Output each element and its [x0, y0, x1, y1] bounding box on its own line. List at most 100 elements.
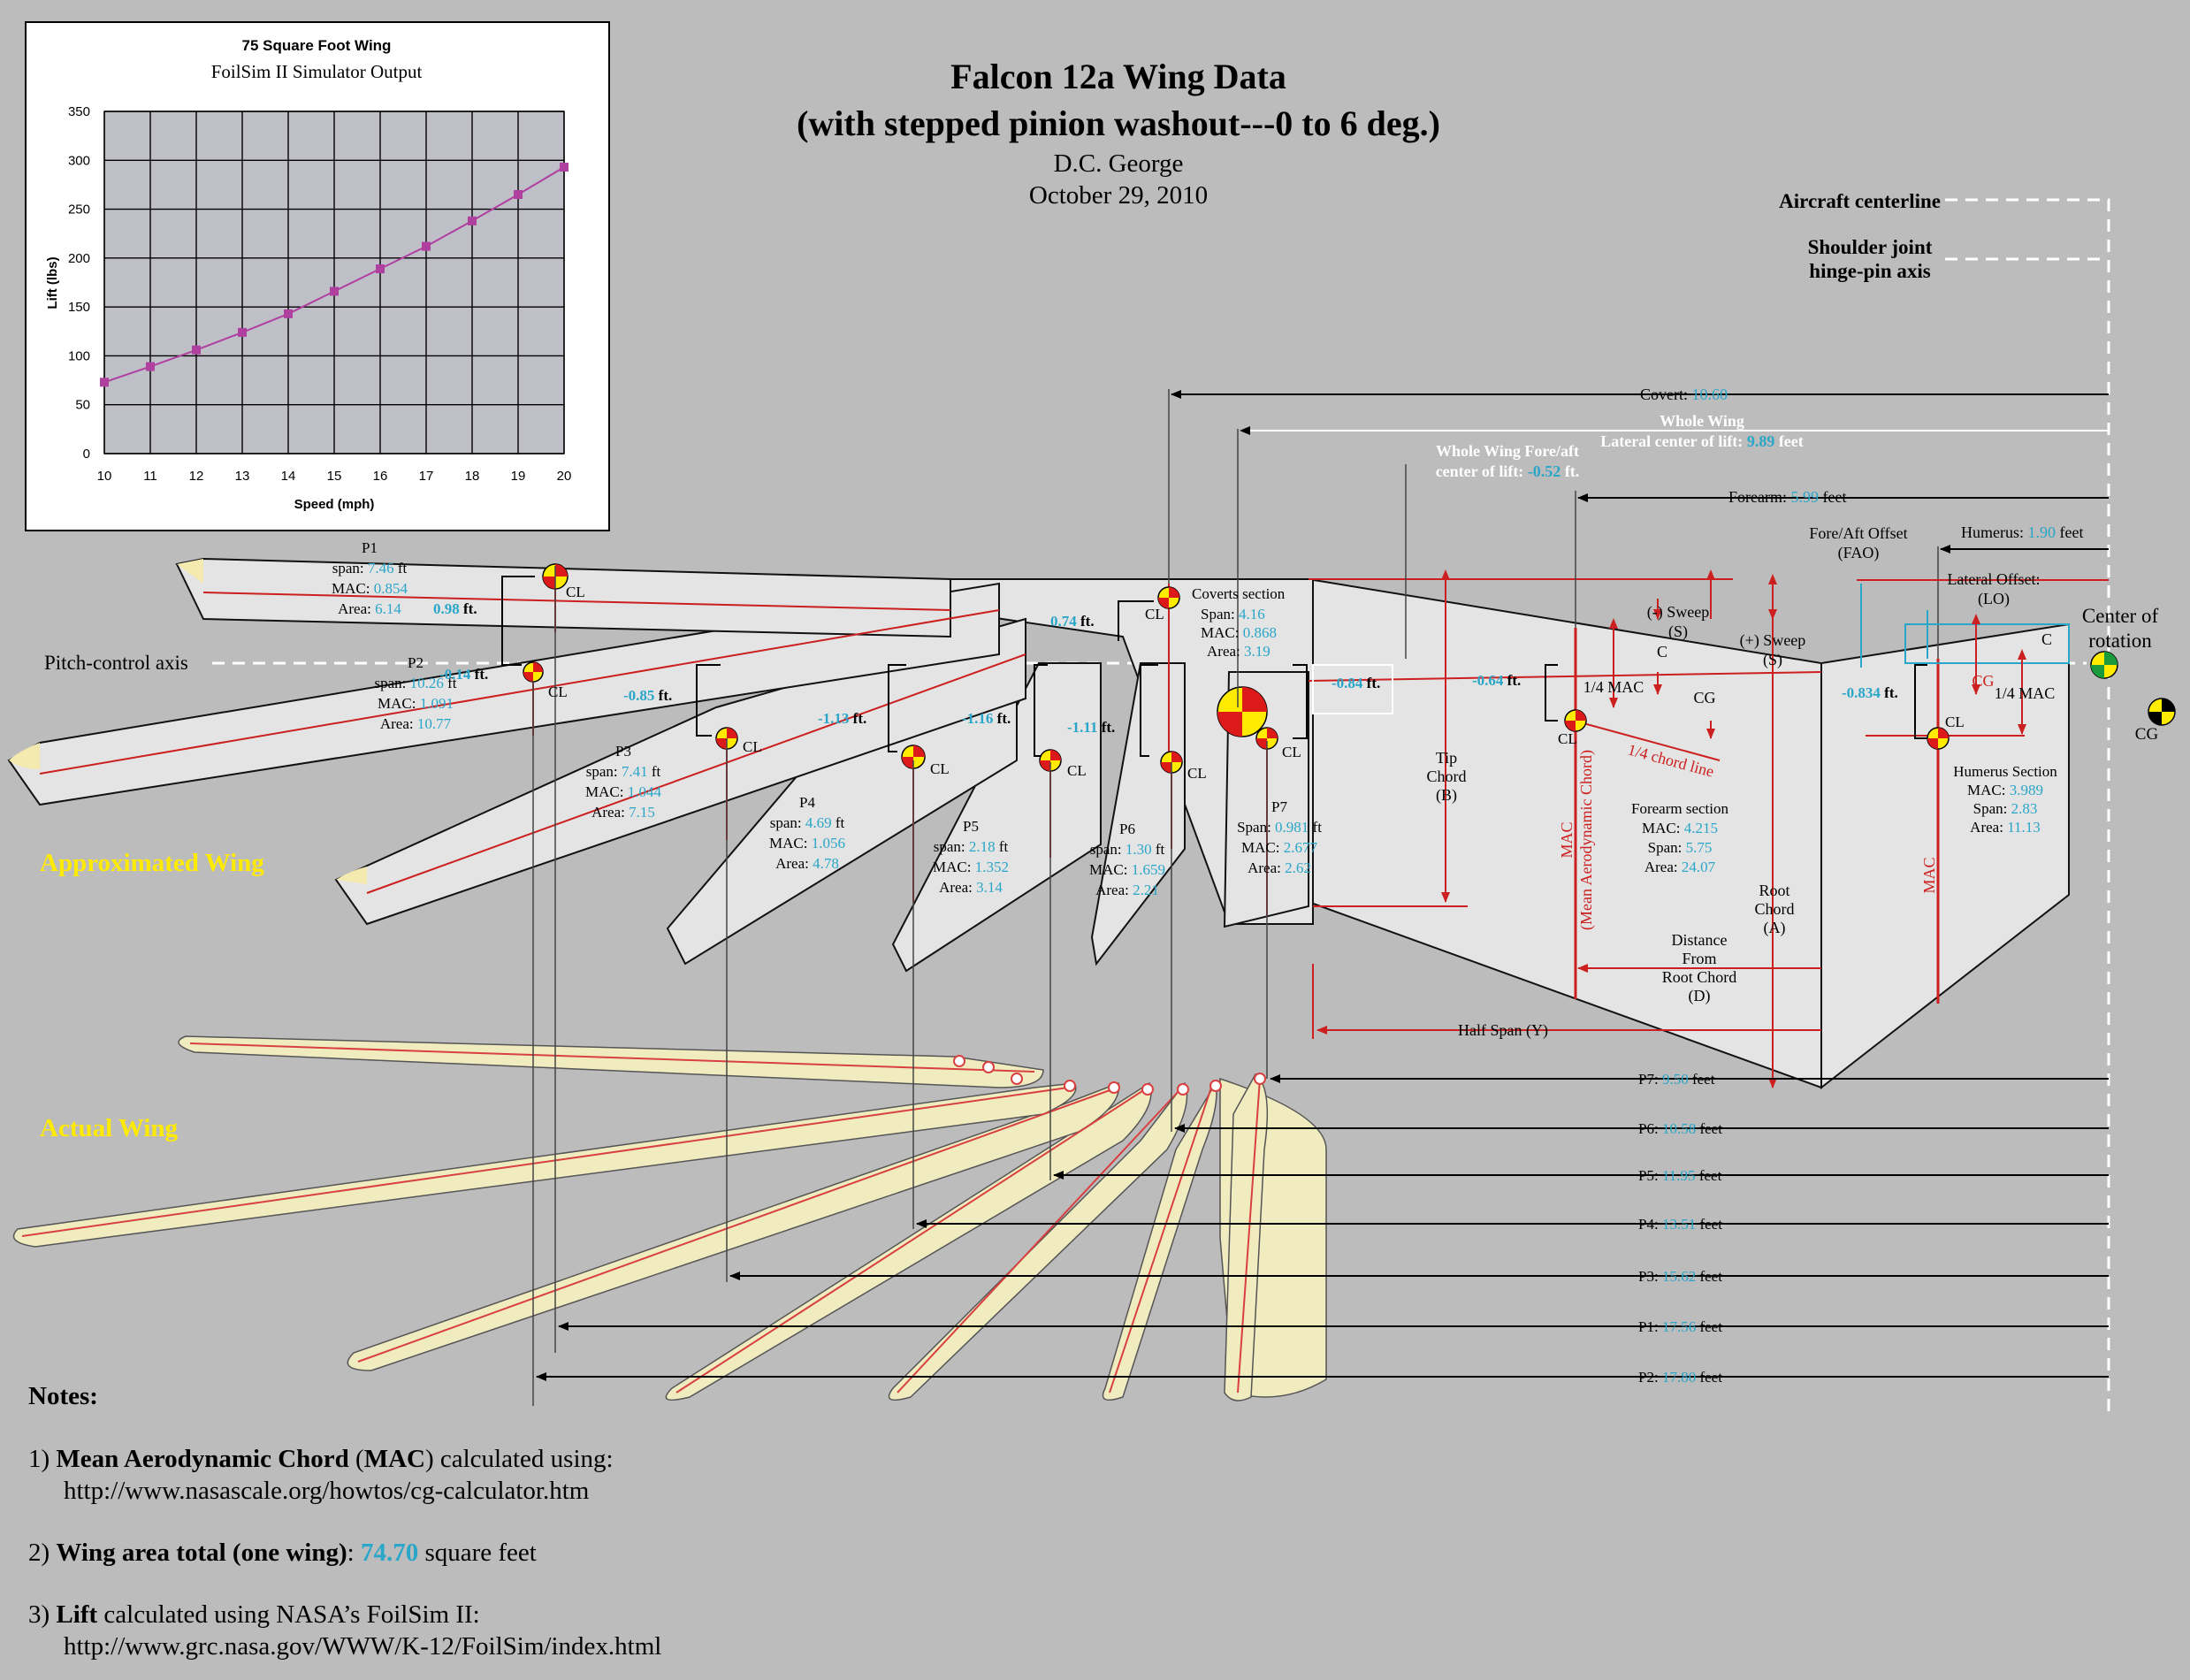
p5-name: P5: [963, 818, 979, 835]
approximated-wing-label: Approximated Wing: [40, 849, 264, 877]
length-label-5: P1:: [1638, 1318, 1662, 1335]
feather-p1: [178, 1035, 1044, 1088]
forearm-span: Span: 5.75: [1648, 839, 1713, 856]
fao-bracket: [1860, 584, 1928, 668]
fore-aft-value: -0.52: [1528, 462, 1561, 480]
humerus-bracket: [1914, 664, 1927, 739]
forearm-span-value: 5.75: [1686, 839, 1713, 856]
o_p4-offset: -1.13 ft.: [818, 710, 866, 727]
sweep-pos-label-1: (+) Sweep: [1740, 631, 1806, 650]
length-unit-0: feet: [1689, 1071, 1715, 1088]
length-value-4: 15.62: [1662, 1268, 1696, 1285]
o_p1-unit: ft.: [460, 600, 477, 617]
feather-length-1: P6: 10.58 feet: [1638, 1120, 1722, 1137]
p7-mac-label: MAC:: [1241, 839, 1284, 856]
quarter-chord-line: [1573, 720, 1721, 761]
p5-bracket: [1034, 664, 1048, 757]
p5-section-shape: [891, 662, 1102, 973]
fao-label-1: Fore/Aft Offset: [1809, 524, 1907, 542]
p1-area-value: 6.14: [375, 600, 401, 617]
sweep-neg-label-2: (S): [1668, 622, 1688, 641]
p4-span-value: 4.69: [805, 814, 832, 831]
distance-label-4: (D): [1689, 987, 1711, 1005]
o_p6-offset: -1.11 ft.: [1067, 719, 1115, 736]
quill-p2: [21, 1087, 1069, 1237]
p6-span: span: 1.30 ft: [1090, 841, 1165, 858]
p3-span-value: 7.41: [622, 763, 648, 780]
p5-span: span: 2.18 ft: [934, 838, 1009, 855]
p6-span-unit: ft: [1152, 841, 1165, 858]
p3-cl-label: CL: [743, 738, 762, 755]
chart-subtitle: FoilSim II Simulator Output: [211, 61, 423, 82]
x-tick-label: 15: [327, 469, 342, 484]
p3-name: P3: [615, 743, 631, 760]
humerus-length-text: Humerus:: [1961, 523, 2028, 541]
p7-mac-value: 2.677: [1284, 839, 1318, 856]
length-unit-4: feet: [1696, 1268, 1722, 1285]
o_p4-value: -1.13: [818, 710, 849, 727]
humerus-area: Area: 11.13: [1970, 819, 2041, 836]
p4-mac: MAC: 1.056: [769, 835, 845, 851]
tip-chord-label-2: Chord: [1427, 767, 1467, 785]
x-tick-label: 12: [189, 469, 204, 484]
y-tick-label: 250: [68, 202, 90, 218]
lift-point: [100, 378, 109, 387]
sweep-pos-label-2: (S): [1763, 651, 1782, 669]
shoulder-label-2: hinge-pin axis: [1809, 260, 1930, 282]
o_cov-offset: 0.74 ft.: [1050, 613, 1095, 630]
humerus-name: Humerus Section: [1953, 763, 2057, 780]
offset-brackets: [501, 576, 1927, 757]
p6-mac-value: 1.659: [1132, 861, 1165, 878]
root-chord-label-3: (A): [1764, 919, 1786, 937]
sweep-markers: [1609, 569, 2026, 739]
coverts-span-label: Span:: [1201, 606, 1239, 622]
notes-heading: Notes:: [28, 1382, 98, 1410]
p6-area: Area: 2.21: [1095, 882, 1159, 898]
actual-wing: [12, 1035, 1327, 1401]
forearm-cl-label: CL: [1558, 730, 1577, 747]
o_hum-unit: ft.: [1881, 684, 1898, 701]
lift-point: [284, 309, 293, 318]
p3-area-label: Area:: [591, 804, 629, 821]
note-2-mid: :: [347, 1539, 361, 1567]
length-label-6: P2:: [1638, 1369, 1662, 1386]
o_p1-offset: 0.98 ft.: [433, 600, 477, 617]
note-3-url: http://www.grc.nasa.gov/WWW/K-12/FoilSim…: [64, 1632, 661, 1661]
coverts-mac-value: 0.868: [1243, 624, 1277, 641]
cl-marker-coverts: [1157, 586, 1180, 609]
quill-p1: [189, 1042, 1035, 1073]
humerus-mac-value: 3.989: [2010, 782, 2043, 798]
whole-wing-bracket: [1293, 664, 1308, 739]
distance-label-2: From: [1682, 950, 1716, 967]
forearm-length-value: 5.99: [1790, 488, 1819, 506]
note-1-mid: (: [349, 1445, 364, 1473]
forearm-span-label: Span:: [1648, 839, 1686, 856]
p6-bracket: [1140, 664, 1158, 757]
p5-area-label: Area:: [939, 879, 976, 896]
length-value-5: 17.56: [1662, 1318, 1696, 1335]
center-rotation-label-1: Center of: [2082, 605, 2159, 627]
o_p6-unit: ft.: [1097, 719, 1115, 736]
p6-span-value: 1.30: [1126, 841, 1152, 858]
guide-lines: [532, 389, 1939, 1406]
whole-wing-lateral: Lateral center of lift: 9.89 feet: [1600, 432, 1804, 450]
lo-label-2: (LO): [1978, 590, 2010, 608]
coverts-area: Area: 3.19: [1207, 643, 1271, 660]
p4-area: Area: 4.78: [775, 855, 839, 872]
note-1-suffix: ) calculated using:: [425, 1445, 614, 1473]
x-tick-label: 16: [373, 469, 388, 484]
p3-tip-tint: [336, 867, 367, 884]
title-block: Falcon 12a Wing Data (with stepped pinio…: [797, 57, 1440, 210]
p7-mac: MAC: 2.677: [1241, 839, 1317, 856]
o_p3-offset: -0.85 ft.: [623, 687, 672, 704]
p7-span: Span: 0.981 ft: [1237, 819, 1322, 836]
y-tick-label: 100: [68, 348, 90, 363]
p1-cl-label: CL: [566, 584, 585, 600]
forearm-c-label: C: [1657, 643, 1667, 661]
covert-value: 10.60: [1692, 386, 1728, 403]
o_fore-offset: -0.64 ft.: [1472, 672, 1521, 689]
y-tick-label: 300: [68, 153, 90, 168]
p2-area: Area: 10.77: [380, 715, 452, 732]
p5-span-unit: ft: [996, 838, 1009, 855]
